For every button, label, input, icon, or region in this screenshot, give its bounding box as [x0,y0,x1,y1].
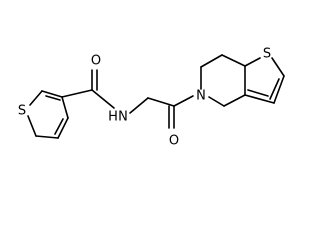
bond-lines [27,54,285,139]
bond [173,95,194,107]
bond [223,94,246,107]
bond [41,90,63,98]
bond [29,90,43,106]
bond [208,96,225,107]
bond [200,54,223,68]
bond [61,96,69,119]
bond [91,89,115,109]
atom-labels: S O N H O N S [18,47,271,149]
hydrogen-atom-label: H [108,110,118,125]
nitrogen-atom-label: N [118,110,128,125]
oxygen-atom-label: O [169,134,179,149]
bond [269,78,280,100]
bond [35,135,59,139]
bond [221,54,246,67]
bond [57,117,69,139]
bond [61,89,93,98]
bond [129,97,149,114]
bond [147,97,175,107]
bond [244,57,261,67]
sulfur-atom-label: S [263,47,271,62]
bond [54,118,64,135]
nitrogen-atom-label: N [196,89,206,104]
bond [273,75,285,104]
bond [27,115,37,137]
bond [45,95,61,101]
bond [247,89,269,97]
oxygen-atom-label: O [91,54,101,69]
bond [244,94,275,104]
chemical-structure: S O N H O N S [17,46,285,149]
sulfur-atom-label: S [18,104,26,119]
bond [271,57,285,77]
